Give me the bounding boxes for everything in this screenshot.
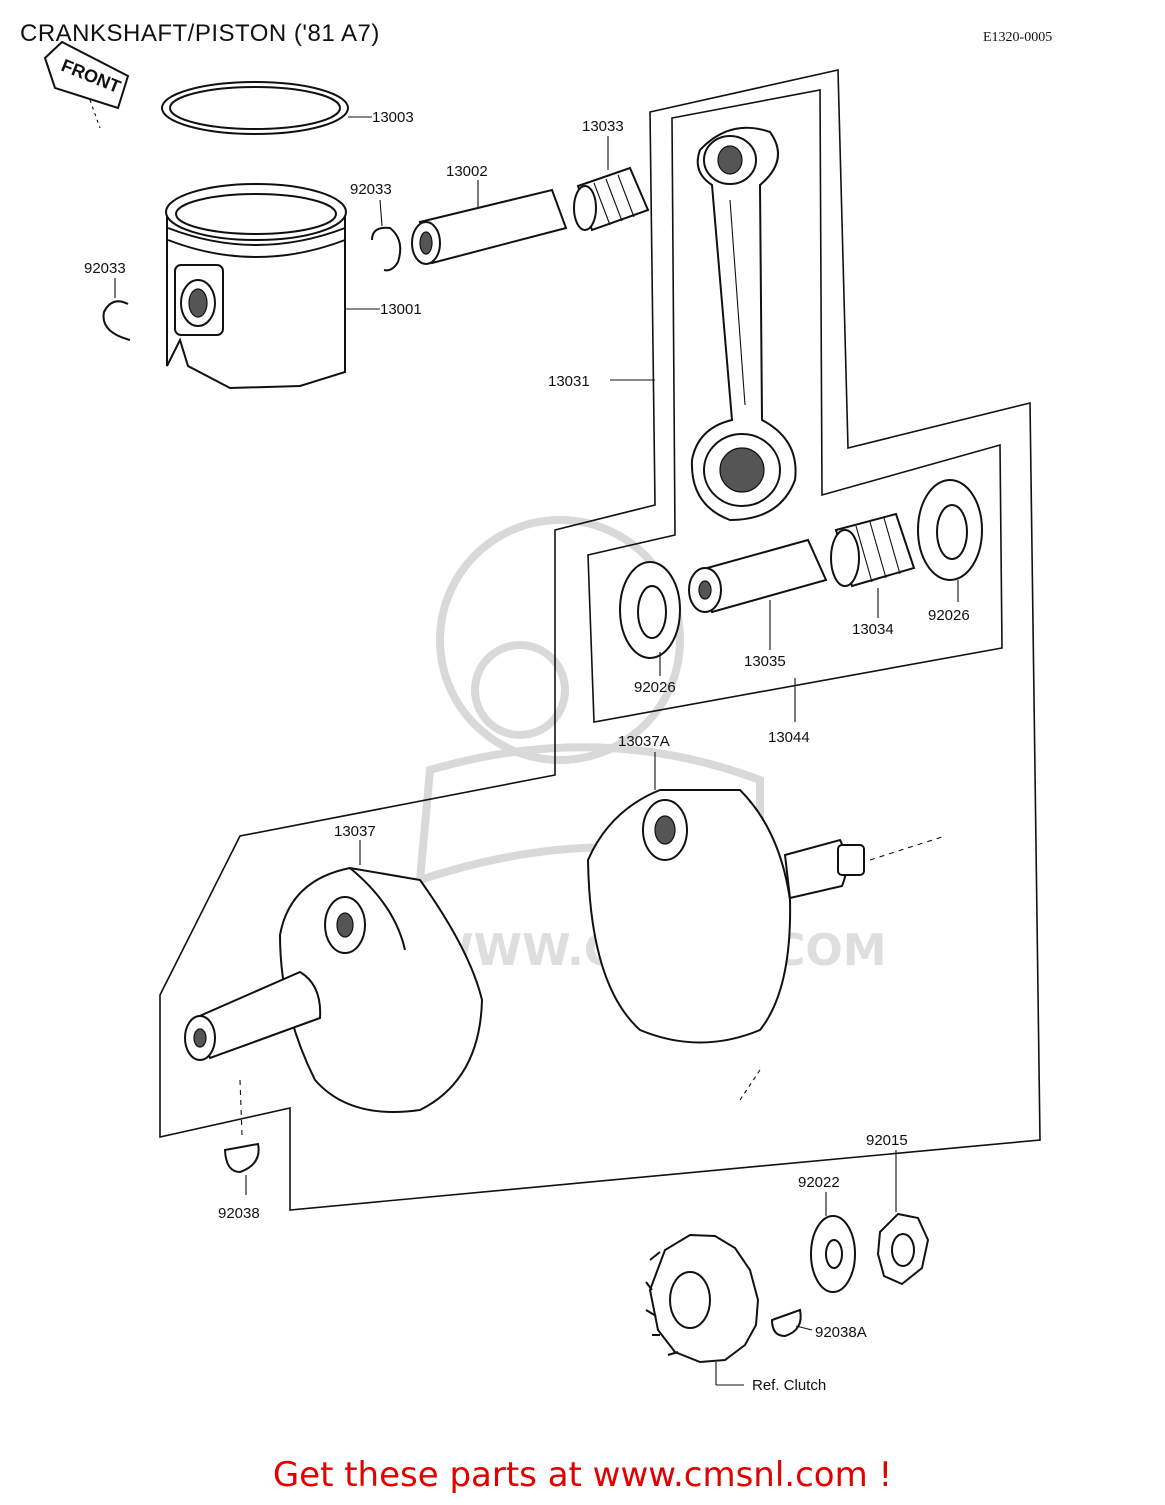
label-13002: 13002 — [446, 163, 488, 180]
big-end-bearing — [830, 512, 916, 588]
label-13044: 13044 — [768, 729, 810, 746]
diagram-code: E1320-0005 — [983, 30, 1053, 45]
label-13034: 13034 — [852, 621, 894, 638]
crank-gear — [645, 1233, 760, 1364]
crank-nut — [876, 1212, 930, 1286]
label-92038: 92038 — [218, 1205, 260, 1222]
label-ref-clutch: Ref. Clutch — [752, 1377, 826, 1394]
small-end-bearing — [573, 166, 650, 232]
footer-link[interactable]: Get these parts at www.cmsnl.com ! — [272, 1455, 893, 1495]
thrust-washer-left — [619, 561, 681, 659]
woodruff-key-a — [770, 1308, 802, 1338]
label-92038A: 92038A — [815, 1324, 867, 1341]
label-13001: 13001 — [380, 301, 422, 318]
piston-pin — [411, 188, 568, 265]
crank-half-right — [586, 789, 865, 1044]
label-92033-right: 92033 — [350, 181, 392, 198]
piston-ring — [161, 81, 349, 135]
woodruff-key — [223, 1142, 260, 1174]
assembly-outline — [159, 69, 1041, 1211]
circlip-right — [371, 226, 402, 272]
label-92026-right: 92026 — [928, 607, 970, 624]
crank-pin — [688, 538, 828, 614]
label-13035: 13035 — [744, 653, 786, 670]
diagram-title: CRANKSHAFT/PISTON ('81 A7) — [20, 20, 380, 47]
label-13031: 13031 — [548, 373, 590, 390]
circlip-left — [102, 300, 131, 341]
label-92022: 92022 — [798, 1174, 840, 1191]
label-13003: 13003 — [372, 109, 414, 126]
label-92026-left: 92026 — [634, 679, 676, 696]
label-13033: 13033 — [582, 118, 624, 135]
label-92015: 92015 — [866, 1132, 908, 1149]
front-arrow-icon — [43, 40, 130, 129]
crank-half-left — [184, 866, 484, 1113]
thrust-washer-right — [917, 479, 983, 581]
conrod-assembly-outline — [587, 89, 1003, 723]
lock-washer — [810, 1215, 856, 1293]
label-92033-left: 92033 — [84, 260, 126, 277]
connecting-rod — [690, 126, 797, 522]
piston — [165, 183, 347, 390]
label-13037A: 13037A — [618, 733, 670, 750]
label-13037: 13037 — [334, 823, 376, 840]
